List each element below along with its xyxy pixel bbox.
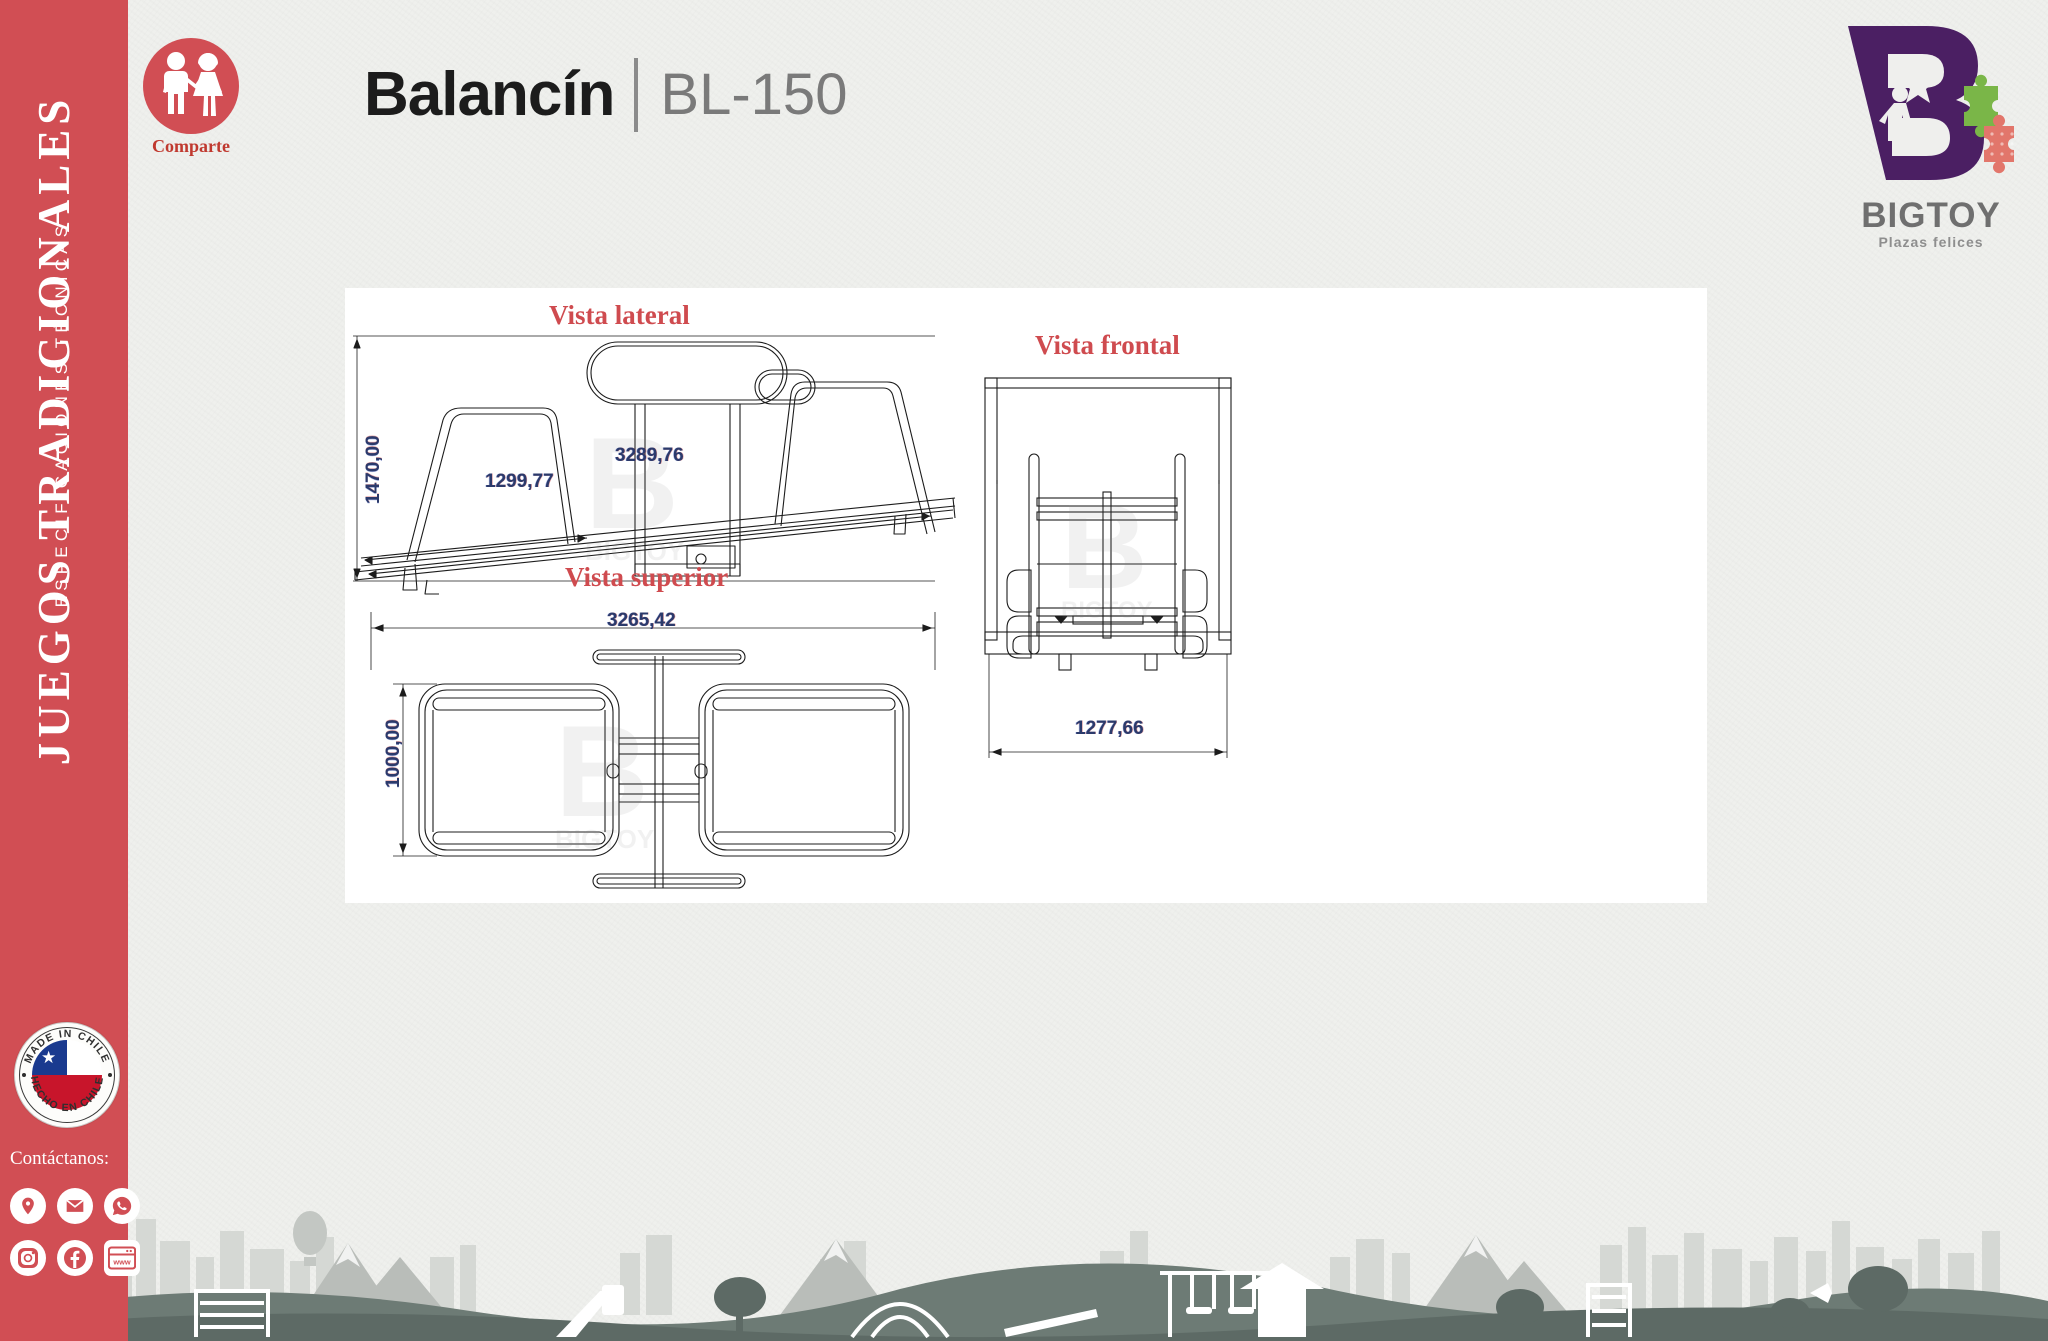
left-sidebar: JUEGOS TRADICIONALES ESPECIFICACIONES TÉ… [0, 0, 140, 1341]
svg-text:www: www [112, 1258, 131, 1267]
playground-skyline-illustration [0, 1211, 2048, 1341]
instagram-icon[interactable] [10, 1240, 46, 1276]
page-title: Balancín BL-150 [364, 58, 847, 132]
whatsapp-icon[interactable] [104, 1188, 140, 1224]
product-code: BL-150 [660, 62, 848, 127]
svg-text:MADE IN CHILE: MADE IN CHILE [22, 1028, 112, 1065]
facebook-icon[interactable] [57, 1240, 93, 1276]
view-title-superior: Vista superior [565, 562, 729, 592]
comparte-label: Comparte [152, 136, 230, 156]
website-icon[interactable]: www [104, 1240, 140, 1276]
bigtoy-mark-icon [1848, 26, 2014, 180]
svg-text:B: B [555, 698, 649, 844]
svg-text:B: B [1061, 480, 1148, 614]
bigtoy-logo: BIGTOY Plazas felices [1826, 14, 2036, 250]
dimension-frontal-width: 1277,66 [1075, 718, 1144, 739]
sidebar-subtitle: ESPECIFICACIONES TÉCNICAS [52, 220, 71, 608]
svg-text:HECHO EN CHILE: HECHO EN CHILE [28, 1075, 106, 1114]
dimension-lateral-length-partial: 1299,77 [485, 471, 554, 492]
dimension-lateral-height: 1470,00 [363, 435, 384, 504]
top-view-drawing: B BIGTOY [370, 612, 936, 889]
product-name: Balancín [364, 60, 615, 129]
svg-text:BIGTOY: BIGTOY [1061, 597, 1153, 624]
technical-drawing-panel: Vista lateral [345, 288, 1707, 903]
dimension-superior-length: 3265,42 [607, 610, 676, 631]
made-in-chile-badge: ★ MADE IN CHILE HECHO EN CHILE [14, 1022, 120, 1128]
social-row-primary [10, 1188, 140, 1224]
bigtoy-brand-text: BIGTOY [1861, 196, 2001, 235]
email-icon[interactable] [57, 1188, 93, 1224]
two-children-holding-hands-icon [143, 38, 239, 134]
chilean-flag-icon: ★ [32, 1040, 102, 1110]
view-title-frontal: Vista frontal [1035, 330, 1180, 360]
social-row-secondary: www [10, 1240, 140, 1276]
front-view-drawing: B BIGTOY [984, 377, 1232, 758]
contact-label: Contáctanos: [10, 1148, 110, 1169]
dimension-superior-width: 1000,00 [383, 719, 404, 788]
comparte-badge: Comparte [142, 38, 240, 158]
dimension-lateral-length-total: 3289,76 [615, 445, 684, 466]
badge-bottom-text: HECHO EN CHILE [28, 1075, 105, 1114]
view-title-lateral: Vista lateral [549, 300, 690, 330]
location-pin-icon[interactable] [10, 1188, 46, 1224]
title-divider [634, 58, 639, 132]
badge-top-text: MADE IN CHILE [22, 1028, 110, 1065]
bigtoy-tagline: Plazas felices [1878, 234, 1984, 250]
